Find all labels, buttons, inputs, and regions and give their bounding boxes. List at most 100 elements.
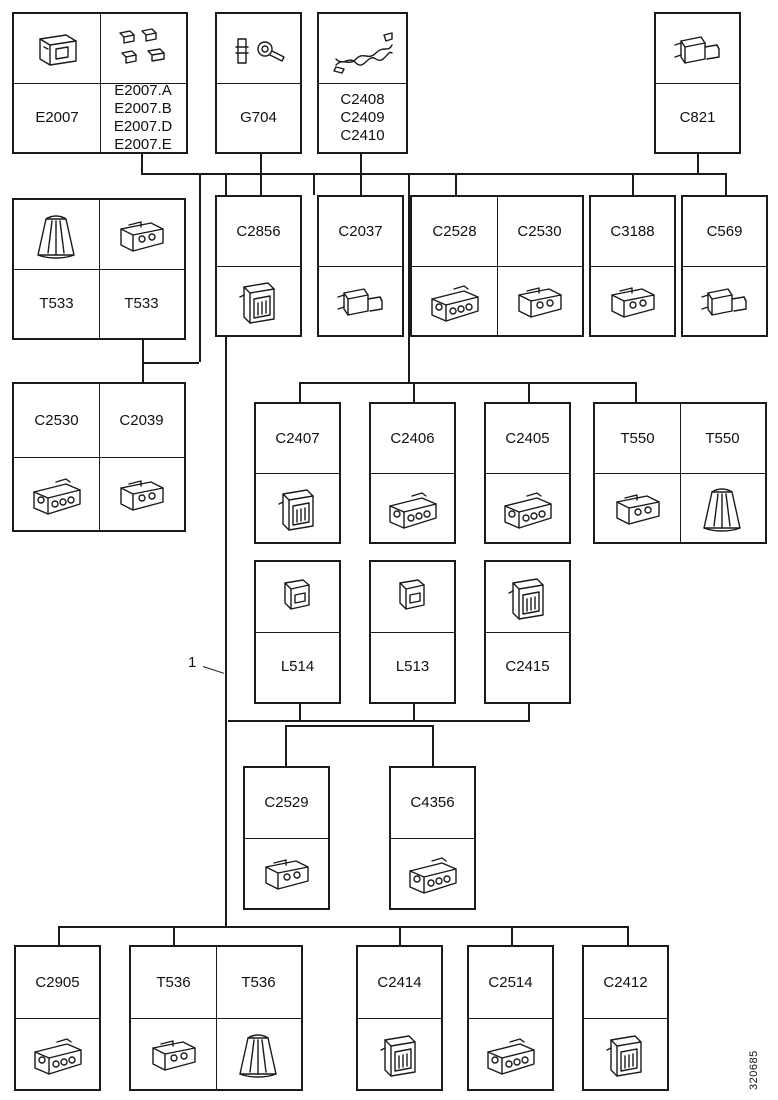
- connector-housing-icon: [14, 14, 100, 83]
- harness-branch-v: [408, 173, 410, 382]
- connector-label: C2408: [340, 90, 385, 108]
- connector-box-c2406: C2406: [369, 402, 456, 544]
- connector-label: C2529: [264, 794, 309, 811]
- connector-label: E2007.B: [114, 99, 172, 117]
- connector-label: T536: [156, 973, 191, 991]
- ground-stud-icon: [217, 14, 300, 83]
- box-divider: [391, 838, 474, 839]
- harness-branch-v: [697, 154, 699, 173]
- harness-branch-v: [58, 926, 60, 945]
- connector-box-c2407: C2407: [254, 402, 341, 544]
- figure-reference-code: 320685: [748, 1050, 760, 1090]
- box-divider: [217, 266, 300, 267]
- connector-plug-icon: [656, 14, 739, 83]
- connector-box-c2415: C2415: [484, 560, 571, 704]
- connector-multi-icon: [16, 1018, 99, 1089]
- connector-block-icon: [131, 1018, 216, 1089]
- connector-box-c2529: C2529: [243, 766, 330, 910]
- connector-box-c2037: C2037: [317, 195, 404, 337]
- connector-box-c2412: C2412: [582, 945, 669, 1091]
- box-divider: [256, 473, 339, 474]
- harness-callout-number: 1: [188, 654, 197, 671]
- connector-latch-icon: [584, 1018, 667, 1089]
- harness-branch-h: [58, 926, 627, 928]
- harness-branch-h: [142, 362, 199, 364]
- connector-block-icon: [99, 200, 184, 269]
- connector-label: C2530: [517, 222, 562, 240]
- connector-box-c2856: C2856: [215, 195, 302, 337]
- connector-latch-icon: [256, 473, 339, 542]
- connector-box-c2414: C2414: [356, 945, 443, 1091]
- connector-box-t533: T533 T533: [12, 198, 186, 340]
- harness-branch-v: [260, 154, 262, 195]
- connector-latch-icon: [217, 266, 300, 335]
- connector-multi-icon: [391, 838, 474, 908]
- connector-block-icon: [245, 838, 328, 908]
- connector-label: C2514: [488, 973, 533, 991]
- connector-multi-icon: [412, 266, 497, 335]
- connector-label: G704: [240, 108, 277, 126]
- harness-branch-h: [299, 382, 635, 384]
- connector-box-c2514: C2514: [467, 945, 554, 1091]
- boot-icon: [14, 200, 99, 269]
- connector-label: C2530: [34, 411, 79, 429]
- connector-label: C2037: [338, 222, 383, 240]
- connector-box-g704: G704: [215, 12, 302, 154]
- harness-branch-v: [299, 382, 301, 402]
- box-divider: [469, 1018, 552, 1019]
- connector-block-icon: [99, 457, 184, 530]
- harness-branch-v: [528, 704, 530, 720]
- connector-multi-icon: [371, 473, 454, 542]
- connector-block-icon: [497, 266, 582, 335]
- connector-box-l513: L513: [369, 560, 456, 704]
- connector-label: C2410: [340, 126, 385, 144]
- connector-small-icon: [256, 562, 339, 632]
- harness-branch-v: [142, 340, 144, 382]
- box-divider: [486, 632, 569, 633]
- connector-block-icon: [591, 266, 674, 335]
- box-divider: [319, 83, 406, 84]
- connector-label: T533: [39, 294, 74, 312]
- connector-label: C2905: [35, 973, 80, 991]
- harness-branch-v: [399, 926, 401, 945]
- connector-label: C2039: [119, 411, 164, 429]
- connector-box-c4356: C4356: [389, 766, 476, 910]
- connector-label: E2007.D: [113, 117, 173, 135]
- connector-multi-icon: [486, 473, 569, 542]
- box-divider: [14, 83, 186, 84]
- box-divider: [245, 838, 328, 839]
- box-divider: [371, 632, 454, 633]
- box-divider: [256, 632, 339, 633]
- box-divider: [486, 473, 569, 474]
- harness-branch-v: [173, 926, 175, 945]
- box-divider: [319, 266, 402, 267]
- connector-label: C4356: [410, 794, 455, 811]
- boot-icon: [216, 1018, 301, 1089]
- box-divider: [217, 83, 300, 84]
- connector-box-c821: C821: [654, 12, 741, 154]
- connector-label: C2407: [275, 429, 320, 447]
- boot-icon: [680, 473, 765, 542]
- connector-label: T533: [124, 294, 159, 312]
- connector-label: C2412: [603, 973, 648, 991]
- connector-latch-icon: [358, 1018, 441, 1089]
- connector-box-c2905: C2905: [14, 945, 101, 1091]
- connector-label: C2405: [505, 429, 550, 447]
- box-divider: [358, 1018, 441, 1019]
- connector-label: C821: [679, 108, 716, 126]
- harness-branch-v: [528, 382, 530, 402]
- connector-label: C2409: [340, 108, 385, 126]
- box-divider: [584, 1018, 667, 1019]
- harness-branch-v: [635, 382, 637, 402]
- box-divider: [371, 473, 454, 474]
- harness-branch-v: [627, 926, 629, 945]
- harness-branch-v: [141, 154, 143, 173]
- connector-multi-icon: [14, 457, 99, 530]
- connector-small-icon: [371, 562, 454, 632]
- harness-branch-v: [632, 173, 634, 195]
- harness-branch-h: [228, 720, 530, 722]
